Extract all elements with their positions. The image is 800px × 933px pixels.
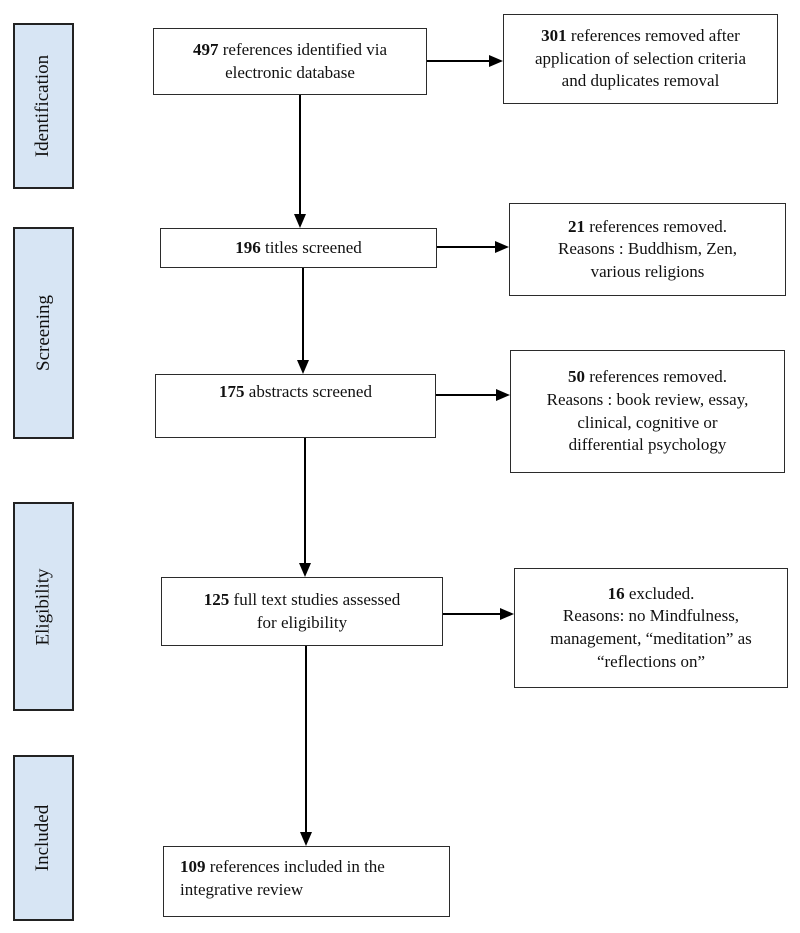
count-included: 109 bbox=[180, 857, 206, 876]
box-excluded-titles-text: 21 references removed. Reasons : Buddhis… bbox=[558, 216, 737, 281]
stage-box-eligibility: Eligibility bbox=[13, 502, 74, 711]
count-excluded-abstracts: 50 bbox=[567, 367, 585, 387]
box-excluded-abstracts: 50 references removed. Reasons : book re… bbox=[510, 350, 785, 473]
stage-label-eligibility: Eligibility bbox=[32, 567, 54, 646]
count-excluded-titles: 21 bbox=[567, 216, 585, 236]
box-fulltext-assessed: 125 full text studies assessed for eligi… bbox=[161, 577, 443, 646]
stage-box-included: Included bbox=[13, 755, 74, 921]
box-excluded-selection-criteria: 301 references removed after application… bbox=[503, 14, 778, 104]
box-titles-screened-text: 196 titles screened bbox=[235, 237, 362, 257]
count-identified: 497 bbox=[193, 39, 219, 59]
stage-label-screening: Screening bbox=[32, 295, 54, 371]
box-records-identified-text: 497 references identified via electronic… bbox=[193, 39, 387, 82]
count-abstracts-screened: 175 bbox=[219, 382, 245, 401]
stage-box-screening: Screening bbox=[13, 227, 74, 439]
count-excluded-fulltext: 16 bbox=[607, 583, 625, 603]
box-excluded-titles: 21 references removed. Reasons : Buddhis… bbox=[509, 203, 786, 296]
box-excluded-abstracts-text: 50 references removed. Reasons : book re… bbox=[546, 367, 749, 455]
box-fulltext-assessed-text: 125 full text studies assessed for eligi… bbox=[203, 589, 401, 632]
box-titles-screened: 196 titles screened bbox=[160, 228, 437, 268]
count-titles-screened: 196 bbox=[235, 237, 261, 257]
box-excluded-selection-criteria-text: 301 references removed after application… bbox=[535, 26, 746, 91]
box-abstracts-screened: 175 abstracts screened bbox=[155, 374, 436, 438]
box-records-identified: 497 references identified via electronic… bbox=[153, 28, 427, 95]
count-excluded-selection: 301 bbox=[541, 26, 567, 46]
stage-label-included: Included bbox=[32, 804, 54, 872]
box-included-review: 109 references included in the integrati… bbox=[163, 846, 450, 917]
box-abstracts-screened-text: 175 abstracts screened bbox=[219, 382, 372, 401]
box-excluded-fulltext: 16 excluded. Reasons: no Mindfulness, ma… bbox=[514, 568, 788, 688]
stage-label-identification: Identification bbox=[32, 54, 54, 158]
box-included-review-text: 109 references included in the integrati… bbox=[180, 857, 385, 899]
box-excluded-fulltext-text: 16 excluded. Reasons: no Mindfulness, ma… bbox=[550, 583, 752, 671]
count-fulltext-assessed: 125 bbox=[203, 589, 230, 609]
stage-box-identification: Identification bbox=[13, 23, 74, 189]
